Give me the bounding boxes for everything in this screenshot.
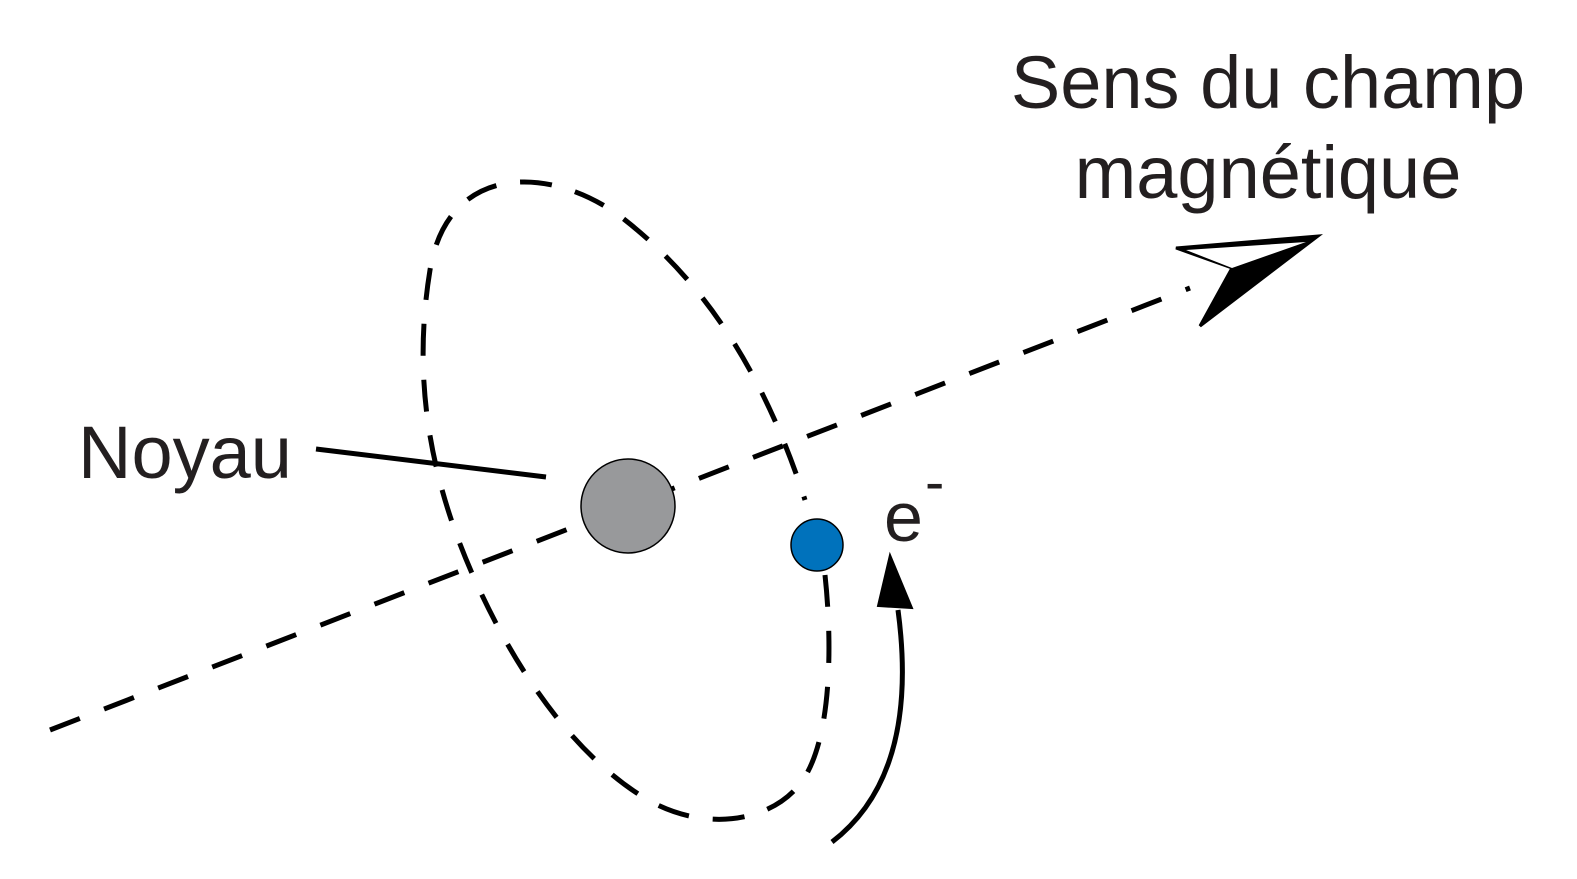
field-arrowhead-highlight xyxy=(1186,242,1306,268)
electron-orbit xyxy=(420,179,832,822)
electron-label: e xyxy=(884,478,923,556)
electron-motion-arrowhead xyxy=(876,551,914,610)
field-direction-label-line2: magnétique xyxy=(1075,131,1462,214)
electron-charge-label: - xyxy=(925,450,944,515)
field-direction-label-line1: Sens du champ xyxy=(1011,41,1525,124)
electron-motion-arrow xyxy=(830,609,905,844)
nucleus-leader-line xyxy=(315,446,547,480)
nucleus-label: Noyau xyxy=(78,411,292,494)
electron xyxy=(790,518,844,572)
nucleus xyxy=(580,458,676,554)
